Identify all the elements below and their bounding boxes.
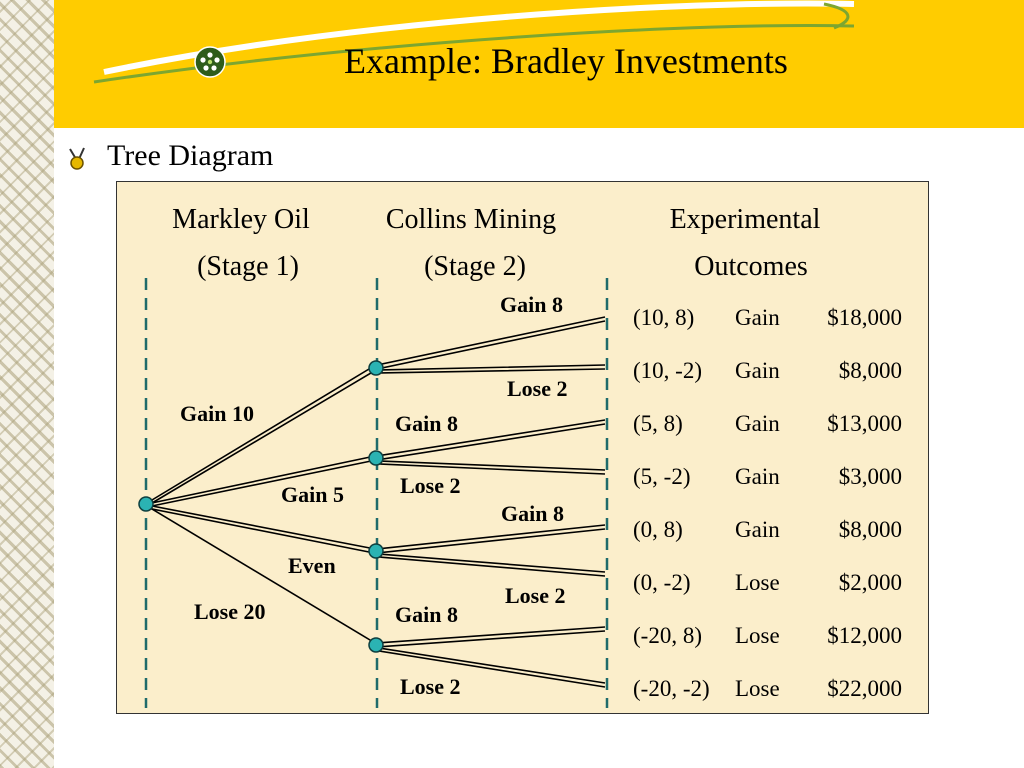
outcome-point: (10, -2) — [633, 358, 702, 383]
branch-gain5 — [146, 455, 377, 508]
tree-diagram: Markley Oil (Stage 1) Collins Mining (St… — [116, 181, 929, 714]
outcome-amount: $18,000 — [827, 305, 902, 330]
outcome-result: Gain — [735, 411, 780, 436]
bullet-text: Tree Diagram — [107, 139, 274, 172]
outcome-point: (5, -2) — [633, 464, 690, 489]
label-stage1-gain10: Gain 10 — [180, 401, 254, 426]
header-outcomes-line1: Experimental — [670, 204, 821, 235]
branch-n4-gain8 — [376, 626, 606, 648]
outcome-row-2: (10, -2) Gain $8,000 — [633, 358, 902, 383]
outcome-row-4: (5, -2) Gain $3,000 — [633, 464, 902, 489]
outcome-result: Gain — [735, 464, 780, 489]
header-stage2-line1: Collins Mining — [386, 204, 556, 235]
outcome-row-8: (-20, -2) Lose $22,000 — [633, 676, 902, 701]
header-stage1-line2: (Stage 1) — [197, 251, 299, 282]
branch-gain10 — [146, 365, 377, 507]
bullet-icon — [69, 147, 85, 170]
branch-n3-lose2 — [378, 553, 606, 577]
branch-n1-lose2 — [378, 364, 606, 374]
title-bullet-icon — [194, 46, 226, 78]
label-n2-gain8: Gain 8 — [395, 411, 458, 436]
label-stage1-lose20: Lose 20 — [194, 599, 266, 624]
outcome-result: Gain — [735, 358, 780, 383]
slide-title: Example: Bradley Investments — [344, 41, 788, 81]
decorative-side-strip — [0, 0, 54, 768]
outcome-result: Lose — [735, 676, 780, 701]
outcome-row-6: (0, -2) Lose $2,000 — [633, 570, 902, 595]
stage2-node-4 — [368, 637, 384, 653]
outcome-amount: $22,000 — [827, 676, 902, 701]
outcome-amount: $8,000 — [839, 358, 902, 383]
label-n2-lose2: Lose 2 — [400, 473, 461, 498]
tree-diagram-canvas: Markley Oil (Stage 1) Collins Mining (St… — [138, 204, 902, 708]
header-stage1-line1: Markley Oil — [172, 204, 310, 235]
outcome-point: (5, 8) — [633, 411, 683, 436]
title-band: Example: Bradley Investments — [54, 0, 1024, 128]
outcome-point: (0, 8) — [633, 517, 683, 542]
stage2-node-2 — [368, 450, 384, 466]
stage2-node-1 — [368, 360, 384, 376]
branch-lose20 — [146, 505, 376, 644]
outcome-result: Gain — [735, 517, 780, 542]
stage2-node-3 — [368, 543, 384, 559]
outcome-row-7: (-20, 8) Lose $12,000 — [633, 623, 902, 648]
outcome-row-5: (0, 8) Gain $8,000 — [633, 517, 902, 542]
outcome-amount: $13,000 — [827, 411, 902, 436]
outcome-amount: $2,000 — [839, 570, 902, 595]
label-n4-gain8: Gain 8 — [395, 602, 458, 627]
outcome-point: (10, 8) — [633, 305, 694, 330]
outcome-result: Gain — [735, 305, 780, 330]
branch-n3-gain8 — [376, 524, 606, 554]
label-n1-lose2: Lose 2 — [507, 376, 568, 401]
header-stage2-line2: (Stage 2) — [424, 251, 526, 282]
outcome-amount: $12,000 — [827, 623, 902, 648]
outcome-result: Lose — [735, 570, 780, 595]
header-outcomes-line2: Outcomes — [694, 251, 808, 282]
outcome-amount: $8,000 — [839, 517, 902, 542]
branch-even — [146, 504, 376, 554]
branch-n1-gain8 — [376, 316, 606, 370]
outcome-row-3: (5, 8) Gain $13,000 — [633, 411, 902, 436]
outcome-point: (0, -2) — [633, 570, 690, 595]
label-n3-gain8: Gain 8 — [501, 501, 564, 526]
branch-n2-gain8 — [376, 419, 606, 461]
root-node — [138, 496, 154, 512]
branch-n2-lose2 — [378, 460, 606, 475]
label-n4-lose2: Lose 2 — [400, 674, 461, 699]
outcome-result: Lose — [735, 623, 780, 648]
label-stage1-even: Even — [288, 553, 336, 578]
label-stage1-gain5: Gain 5 — [281, 482, 344, 507]
outcome-point: (-20, 8) — [633, 623, 702, 648]
outcome-amount: $3,000 — [839, 464, 902, 489]
outcome-point: (-20, -2) — [633, 676, 710, 701]
branch-n4-lose2 — [378, 647, 606, 688]
label-n3-lose2: Lose 2 — [505, 583, 566, 608]
outcome-row-1: (10, 8) Gain $18,000 — [633, 305, 902, 330]
label-n1-gain8: Gain 8 — [500, 292, 563, 317]
